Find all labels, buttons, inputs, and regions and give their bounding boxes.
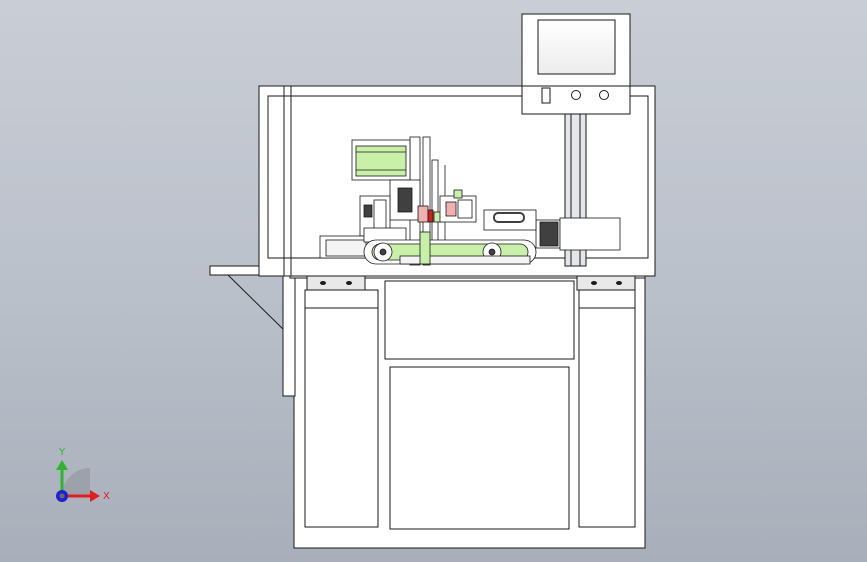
x-axis-label: X <box>103 491 110 502</box>
green-motor-block <box>355 145 407 177</box>
left-door <box>304 289 379 528</box>
touch-screen <box>537 19 616 75</box>
shelf-post <box>282 274 296 397</box>
right-door <box>578 289 636 528</box>
center-upper-panel <box>384 280 575 360</box>
shelf-brace <box>226 274 285 332</box>
coordinate-triad: Y X <box>56 447 110 502</box>
gear-motor <box>559 217 621 251</box>
control-panel <box>521 13 631 267</box>
lower-cabinet <box>209 265 646 549</box>
right-hinge-plate <box>576 275 636 291</box>
y-axis-label: Y <box>58 447 66 458</box>
center-lower-door <box>389 366 570 530</box>
hinge-bolts <box>320 281 622 285</box>
knob-icon-1 <box>571 90 581 100</box>
power-switch-icon <box>541 87 551 104</box>
knob-icon-2 <box>599 90 609 100</box>
left-hinge-plate <box>306 275 366 291</box>
mechanism-assembly <box>319 136 621 266</box>
